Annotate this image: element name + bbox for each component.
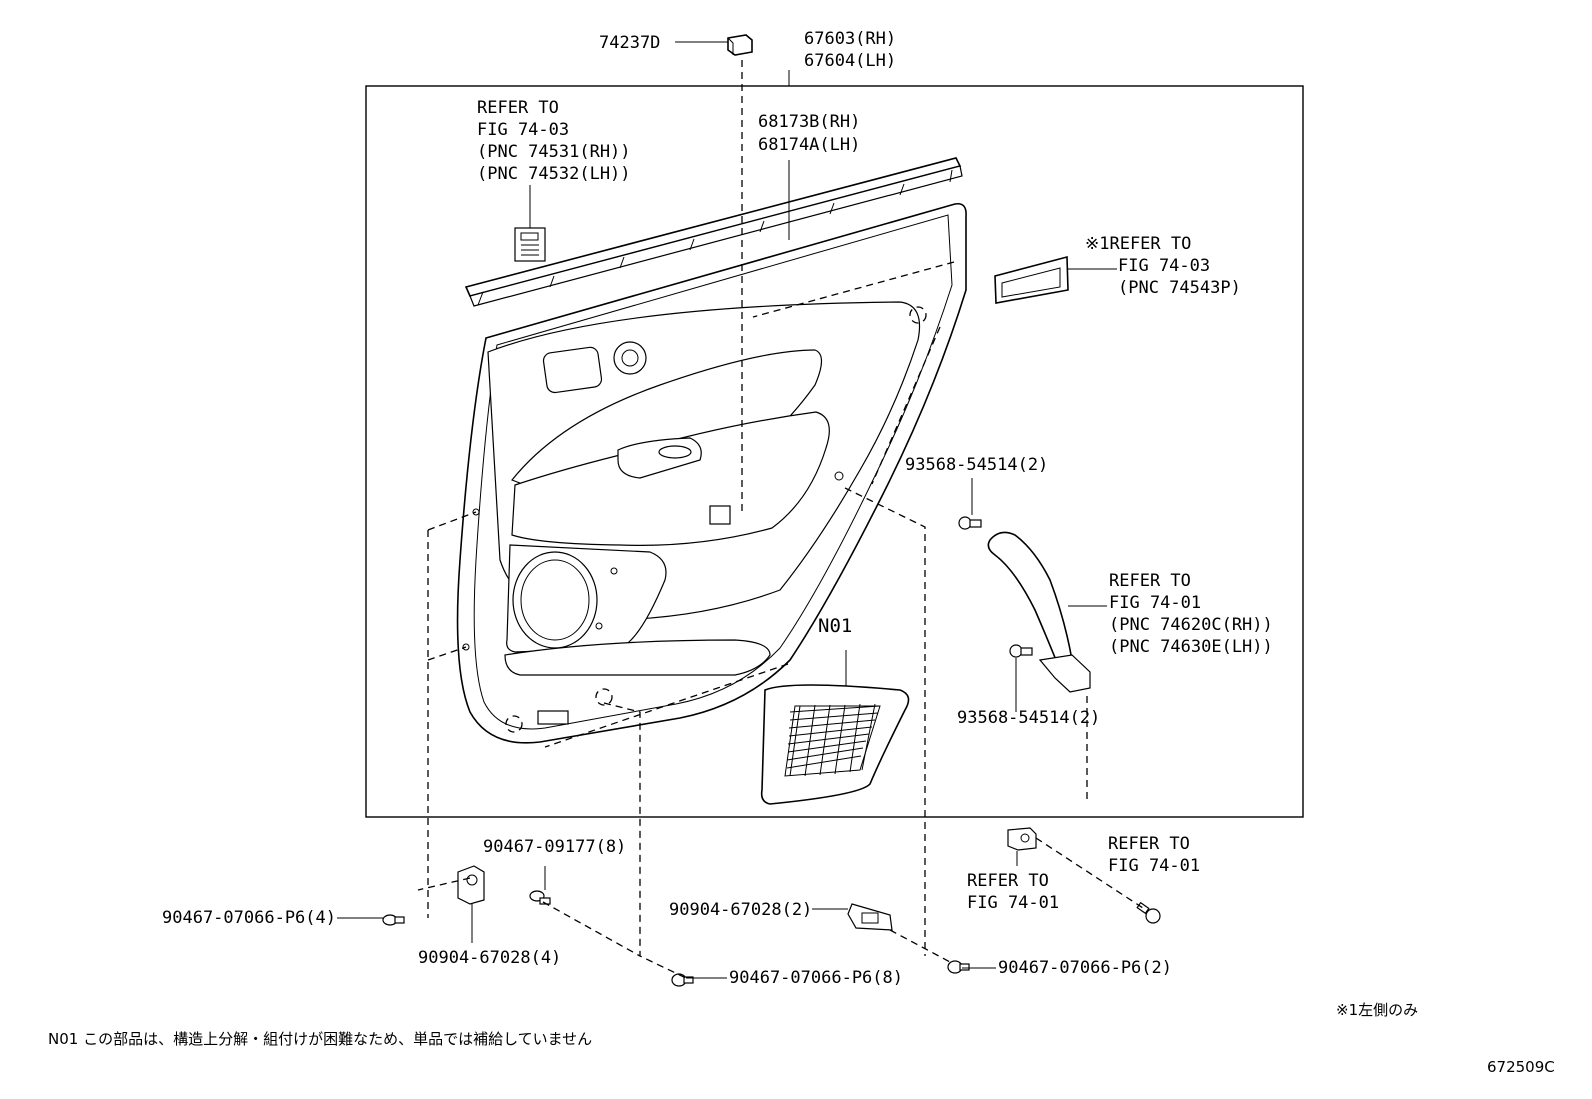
screw-93568-bottom [1009,644,1033,658]
dashed-lines [417,60,1144,979]
ornament-panel [994,255,1069,304]
refer-c-line4: (PNC 74630E(LH)) [1109,637,1273,657]
leader-lines [337,41,1117,979]
label-90904-mid: 90904-67028(2) [669,900,812,920]
clip-90467-right [947,960,970,974]
refer-a-line2: FIG 74-03 [477,120,569,140]
label-67603: 67603(RH) [804,29,896,49]
refer-d-line2: FIG 74-01 [967,893,1059,913]
label-68173b: 68173B(RH) [758,112,860,132]
label-90467-mid: 90467-07066-P6(8) [729,968,903,988]
n01-note: N01 この部品は、構造上分解・組付けが困難なため、単品では補給していません [48,1030,592,1048]
assembly-frame [365,85,1304,818]
refer-b-line1: ※1REFER TO [1085,234,1191,254]
refer-b-line2: FIG 74-03 [1118,256,1210,276]
clip-74237d [727,34,753,56]
door-trim-panel [456,202,967,744]
refer-a-line1: REFER TO [477,98,559,118]
label-67604: 67604(LH) [804,51,896,71]
label-68174a: 68174A(LH) [758,135,860,155]
label-90467-right: 90467-07066-P6(2) [998,958,1172,978]
bracket-90904-mid [847,903,893,931]
label-93568-bottom: 93568-54514(2) [957,708,1100,728]
label-90467-09177: 90467-09177(8) [483,837,626,857]
refer-c-line2: FIG 74-01 [1109,593,1201,613]
figure-id: 672509C [1487,1058,1555,1076]
label-90904-left: 90904-67028(4) [418,948,561,968]
label-93568-top: 93568-54514(2) [905,455,1048,475]
bracket-90904-left [457,865,485,905]
refer-a-line3: (PNC 74531(RH)) [477,142,631,162]
label-90467-left: 90467-07066-P6(4) [162,908,336,928]
weatherstrip [464,157,963,307]
screw-93568-top [958,516,982,530]
refer-b-line3: (PNC 74543P) [1118,278,1241,298]
footnote-left-side-only: ※1左側のみ [1336,1001,1418,1019]
label-n01: N01 [818,615,852,637]
refer-d-line1: REFER TO [967,871,1049,891]
refer-a-line4: (PNC 74532(LH)) [477,164,631,184]
refer-c-line1: REFER TO [1109,571,1191,591]
label-74237d: 74237D [599,33,660,53]
clip-fig74-01 [1007,827,1037,851]
refer-e-line1: REFER TO [1108,834,1190,854]
switch-part [514,227,546,262]
refer-e-line2: FIG 74-01 [1108,856,1200,876]
clip-90467-left [382,914,405,926]
pin-90467-09177 [529,890,551,905]
speaker-grille [760,684,910,805]
refer-c-line3: (PNC 74620C(RH)) [1109,615,1273,635]
assist-grip [987,531,1091,693]
